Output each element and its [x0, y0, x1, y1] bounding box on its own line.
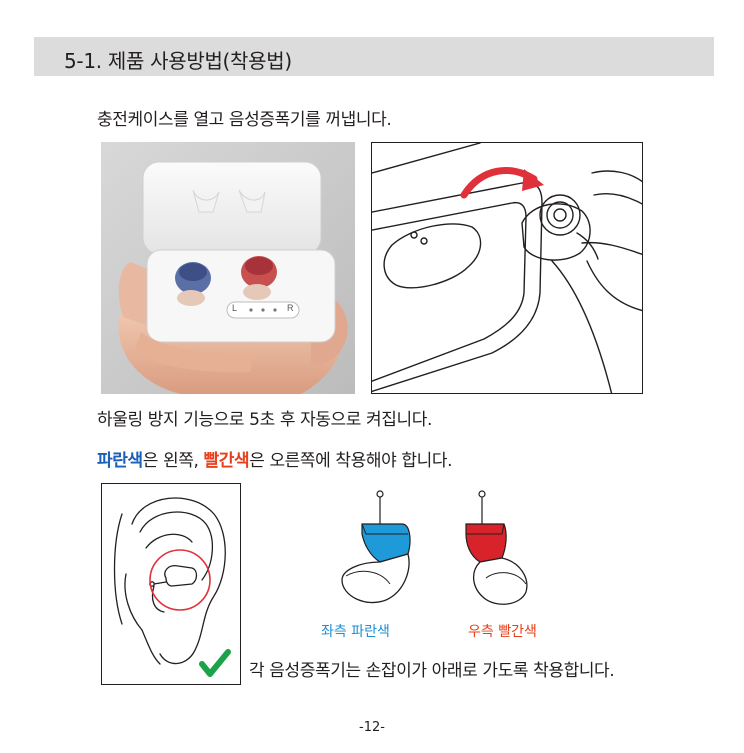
instruction-color-guide: 파란색은 왼쪽, 빨간색은 오른쪽에 착용해야 합니다.	[97, 446, 453, 471]
instruction-open-case: 충전케이스를 열고 음성증폭기를 꺼냅니다.	[97, 110, 392, 130]
case-removal-drawing	[371, 142, 643, 394]
color-guide-text-2: 은 오른쪽에 착용해야 합니다.	[249, 451, 453, 471]
page-number: -12-	[359, 720, 385, 735]
ear-wearing-drawing	[101, 483, 241, 685]
right-hearing-aid-icon	[465, 490, 528, 605]
case-indicator-right: R	[287, 303, 294, 313]
left-hearing-aid-icon	[341, 490, 411, 604]
instruction-auto-power: 하울링 방지 기능으로 5초 후 자동으로 켜집니다.	[97, 410, 433, 430]
color-guide-text-1: 은 왼쪽,	[142, 451, 204, 471]
case-indicator-left: L	[232, 303, 238, 313]
wearing-note: 각 음성증폭기는 손잡이가 아래로 가도록 착용합니다.	[249, 661, 615, 681]
section-title: 5-1. 제품 사용방법(착용법)	[64, 49, 292, 73]
hearing-aid-illustrations	[320, 488, 560, 612]
left-aid-label: 좌측 파란색	[321, 624, 390, 640]
section-header-bar: 5-1. 제품 사용방법(착용법)	[34, 37, 714, 76]
red-word: 빨간색	[203, 451, 250, 471]
blue-word: 파란색	[97, 451, 143, 471]
right-aid-label: 우측 빨간색	[468, 624, 537, 640]
charging-case-photo: L R	[101, 142, 355, 394]
